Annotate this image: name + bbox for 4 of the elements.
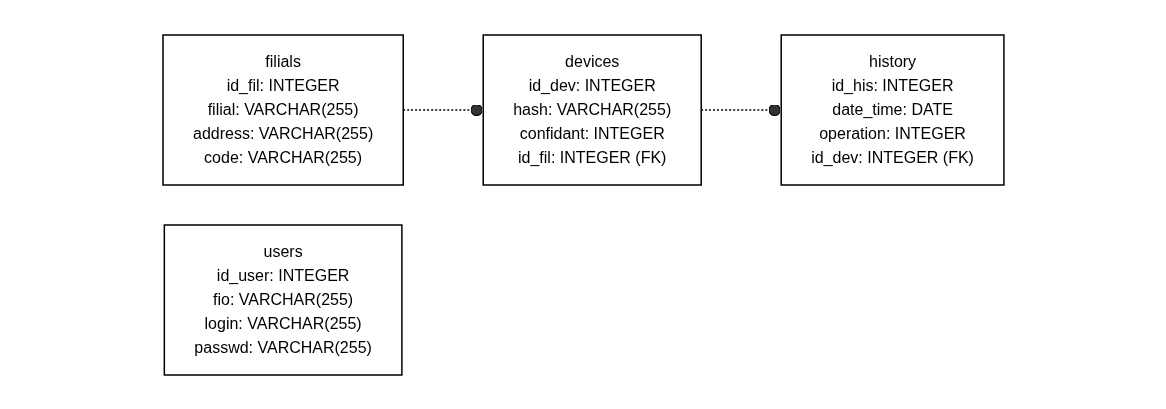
- node-box: users id_user: INTEGER fio: VARCHAR(255) login: VARCHAR(255) passwd: VARCHAR(255): [163, 223, 403, 376]
- node-box: filials id_fil: INTEGER filial: VARCHAR(255) address: VARCHAR(255) code: VARCHAR(255): [161, 33, 404, 186]
- node-box: devices id_dev: INTEGER hash: VARCHAR(255) confidant: INTEGER id_fil: INTEGER (FK): [482, 33, 702, 186]
- node-box: history id_his: INTEGER date_time: DATE operation: INTEGER id_dev: INTEGER (FK): [780, 33, 1005, 186]
